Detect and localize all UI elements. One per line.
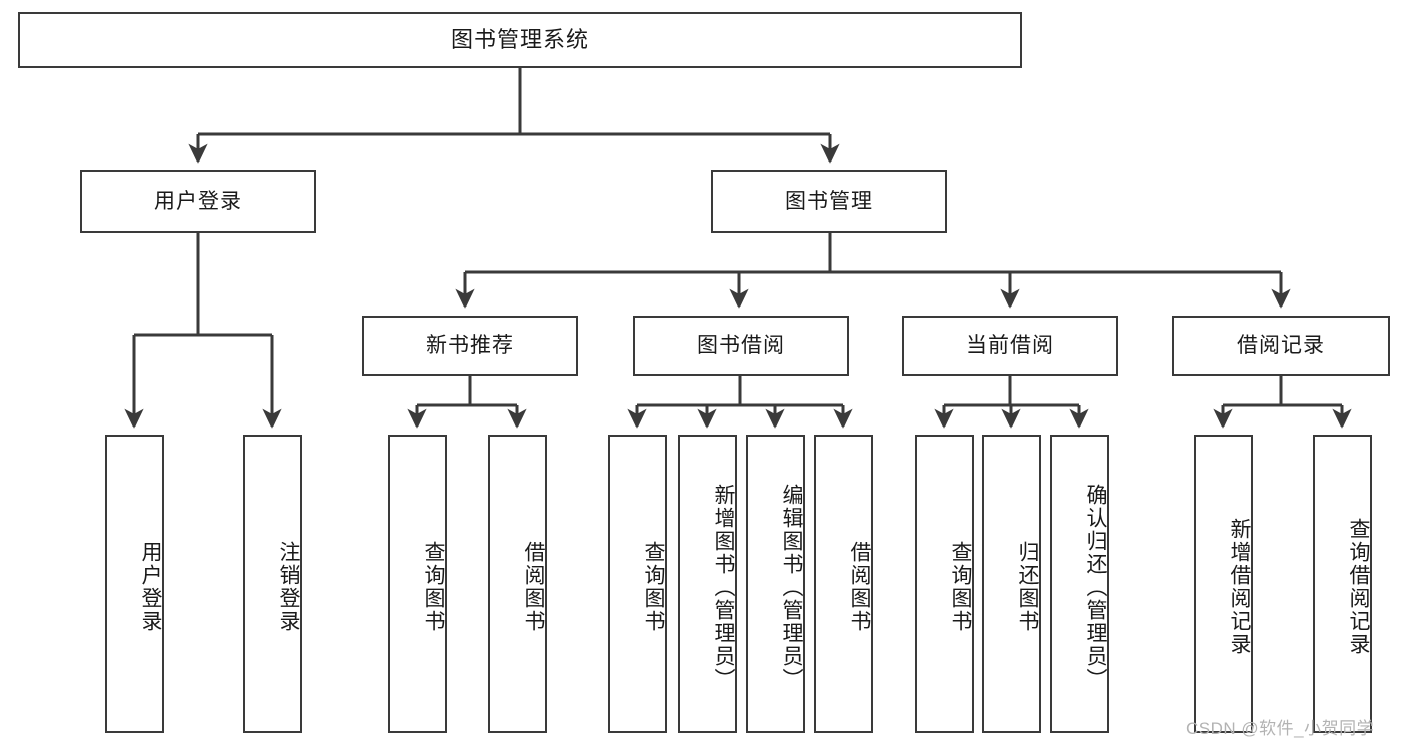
node-label: 图书借阅 [697,334,785,358]
node-label: 确认归还（管理员） [1084,483,1107,691]
node-label: 注销登录 [277,541,300,633]
leaf-current-confirm-return-admin[interactable]: 确认归还（管理员） [1050,435,1109,733]
node-label: 借阅图书 [522,541,545,633]
leaf-records-query-record[interactable]: 查询借阅记录 [1313,435,1372,733]
leaf-new-book-query[interactable]: 查询图书 [388,435,447,733]
node-new-book-recommend[interactable]: 新书推荐 [362,316,578,376]
node-label: 编辑图书（管理员） [780,483,803,691]
leaf-borrow-query-book[interactable]: 查询图书 [608,435,667,733]
node-root-system[interactable]: 图书管理系统 [18,12,1022,68]
watermark-text: CSDN @软件_小贺同学 [1186,719,1375,738]
node-label: 新增图书（管理员） [712,483,735,691]
node-label: 归还图书 [1016,541,1039,633]
leaf-borrow-edit-book-admin[interactable]: 编辑图书（管理员） [746,435,805,733]
node-book-borrow[interactable]: 图书借阅 [633,316,849,376]
node-label: 用户登录 [139,541,162,633]
node-label: 查询图书 [949,541,972,633]
leaf-records-add-record[interactable]: 新增借阅记录 [1194,435,1253,733]
node-book-management[interactable]: 图书管理 [711,170,947,233]
node-current-borrow[interactable]: 当前借阅 [902,316,1118,376]
leaf-borrow-add-book-admin[interactable]: 新增图书（管理员） [678,435,737,733]
node-label: 用户登录 [154,189,242,213]
leaf-borrow-borrow-book[interactable]: 借阅图书 [814,435,873,733]
node-label: 新增借阅记录 [1228,518,1251,656]
leaf-current-return-book[interactable]: 归还图书 [982,435,1041,733]
node-label: 图书管理 [785,189,873,213]
node-label: 借阅记录 [1237,334,1325,358]
node-label: 查询借阅记录 [1347,518,1370,656]
node-label: 查询图书 [422,541,445,633]
leaf-current-query-book[interactable]: 查询图书 [915,435,974,733]
node-label: 当前借阅 [966,334,1054,358]
node-borrow-records[interactable]: 借阅记录 [1172,316,1390,376]
leaf-user-login-signin[interactable]: 用户登录 [105,435,164,733]
leaf-new-book-borrow[interactable]: 借阅图书 [488,435,547,733]
node-label: 借阅图书 [848,541,871,633]
node-label: 查询图书 [642,541,665,633]
node-label: 新书推荐 [426,334,514,358]
leaf-user-login-signout[interactable]: 注销登录 [243,435,302,733]
node-label: 图书管理系统 [450,26,589,52]
node-user-login[interactable]: 用户登录 [80,170,316,233]
